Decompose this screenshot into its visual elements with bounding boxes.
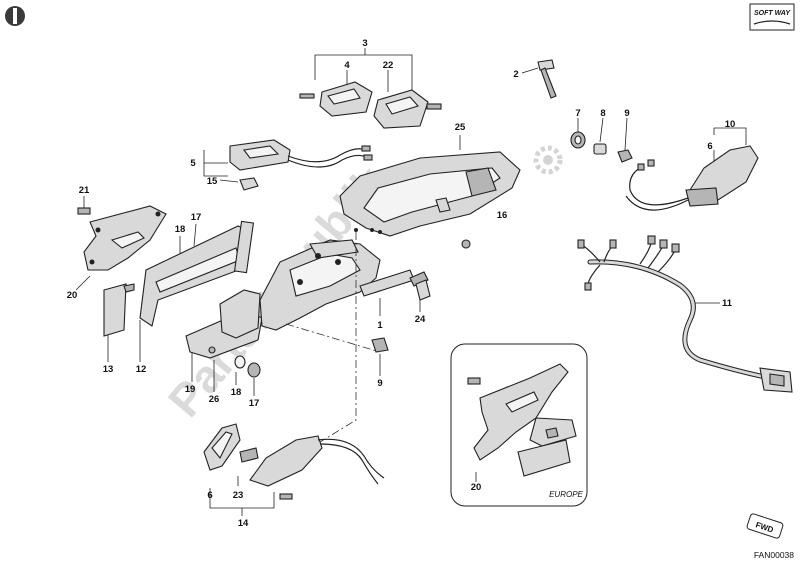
callout-1: 1 <box>377 320 383 331</box>
callout-16: 16 <box>497 210 508 221</box>
forward-direction-badge: FWD <box>746 513 784 539</box>
callout-11: 11 <box>722 298 733 309</box>
rear-turn-signal-left <box>203 423 385 516</box>
assembly-axis-line <box>285 323 381 353</box>
brand-logo: SOFT WAY <box>749 3 795 31</box>
brand-logo-text: SOFT WAY <box>754 10 791 17</box>
callout-9-lower: 9 <box>377 378 382 389</box>
lamp-screw-icon <box>299 93 315 99</box>
callout-6-right: 6 <box>707 141 712 152</box>
callout-12: 12 <box>136 364 147 375</box>
callout-26: 26 <box>209 394 220 405</box>
lower-bracket-part-19 <box>185 289 263 396</box>
plate-holder-part-20 <box>75 196 167 291</box>
bolt-part-24 <box>409 271 431 312</box>
callout-22: 22 <box>383 60 394 71</box>
callout-6-left: 6 <box>207 490 212 501</box>
callout-9-upper: 9 <box>624 108 629 119</box>
europe-inset-panel: EUROPE <box>450 343 588 507</box>
callout-18-upper: 18 <box>175 224 186 235</box>
plate-screw-icon <box>77 207 91 215</box>
tail-undertray-part-25 <box>339 135 521 249</box>
callout-3: 3 <box>362 38 367 49</box>
lamp-screw-icon <box>426 103 442 110</box>
callout-4: 4 <box>344 60 350 71</box>
callout-8: 8 <box>600 108 605 119</box>
signal-screw-icon <box>279 493 293 500</box>
callout-21: 21 <box>79 185 90 196</box>
reflector-bracket-part-13 <box>103 283 135 362</box>
wiring-harness-part-11 <box>577 235 793 393</box>
callout-7: 7 <box>575 108 580 119</box>
callout-13: 13 <box>103 364 114 375</box>
callout-14: 14 <box>238 518 249 529</box>
callout-17-upper: 17 <box>191 212 202 223</box>
callout-24: 24 <box>415 314 426 325</box>
callout-25: 25 <box>455 122 466 133</box>
callout-23: 23 <box>233 490 244 501</box>
callout-19: 19 <box>185 384 196 395</box>
callout-10: 10 <box>725 119 736 130</box>
inset-screw-icon <box>467 377 481 385</box>
tail-light-assembly <box>299 48 442 129</box>
rear-turn-signal-right <box>625 127 759 211</box>
assembly-centre-line <box>257 232 357 481</box>
watermark-gear-icon <box>533 145 563 175</box>
licence-lamp-assembly <box>203 139 373 191</box>
screw-part-2 <box>521 59 557 99</box>
plate-bracket-part-12 <box>139 220 255 362</box>
callout-20: 20 <box>67 290 78 301</box>
inset-label: EUROPE <box>549 490 583 499</box>
section-marker <box>5 6 25 26</box>
callout-2: 2 <box>513 69 518 80</box>
callout-15: 15 <box>207 176 218 187</box>
main-tail-bracket-part-1 <box>259 239 415 331</box>
callout-18-lower: 18 <box>231 387 242 398</box>
nut-part-9-lower <box>371 337 389 376</box>
page-id: FAN00038 <box>754 550 794 560</box>
callout-20-inset: 20 <box>471 482 482 493</box>
callout-5: 5 <box>190 158 196 169</box>
grommet-spacer-nut <box>570 117 633 163</box>
fairing-nut-icon <box>461 239 471 249</box>
callout-17-lower: 17 <box>249 398 260 409</box>
